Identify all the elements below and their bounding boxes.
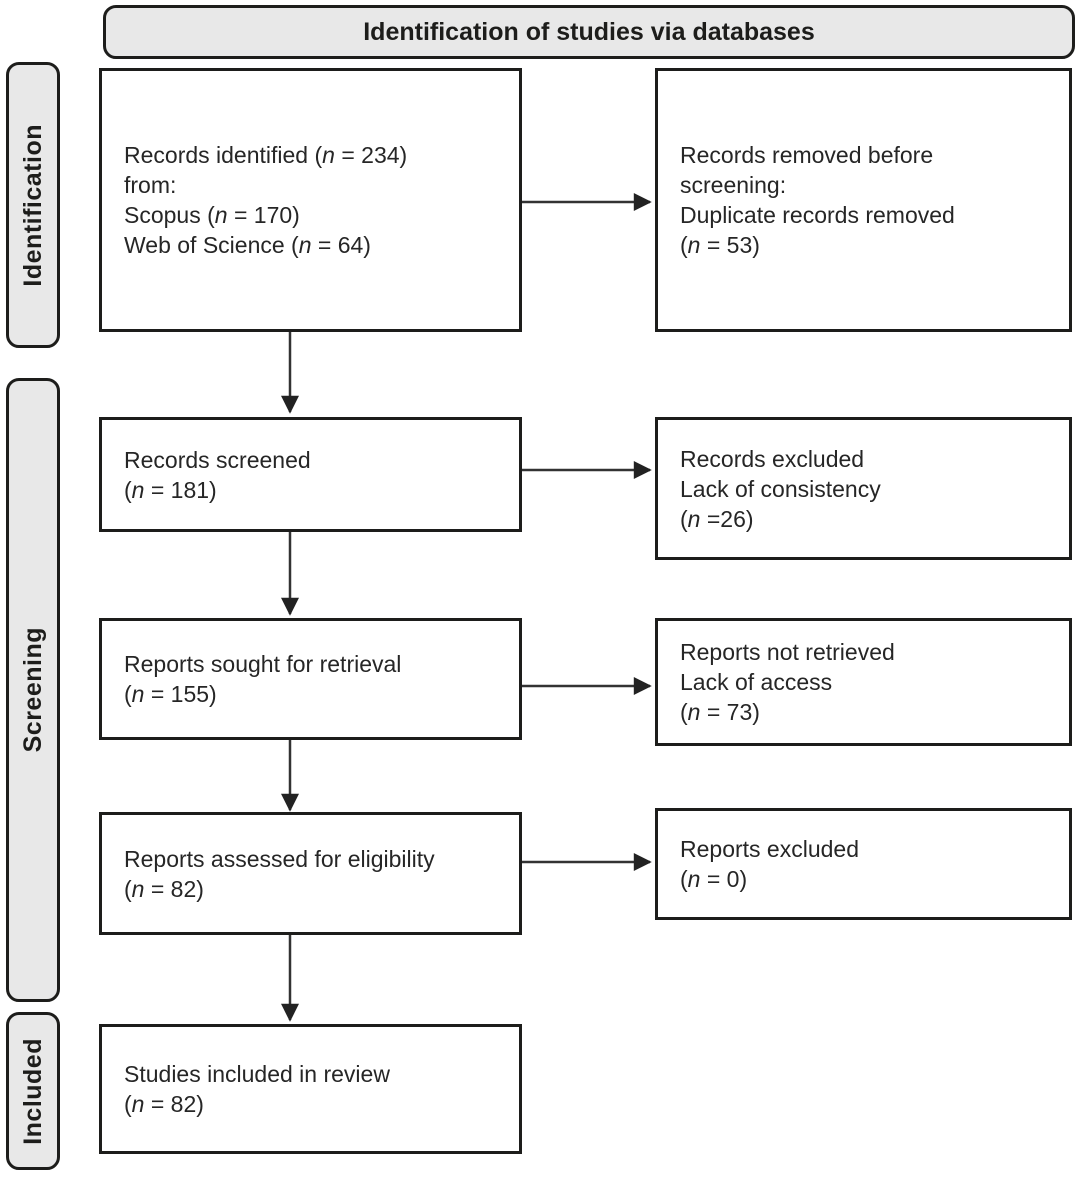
box-records-screened-line: (n = 181) [124, 476, 217, 503]
box-records-excluded-line: Lack of consistency [680, 475, 881, 502]
box-records-screened: Records screened (n = 181) [99, 417, 522, 532]
box-records-identified-line: Web of Science (n = 64) [124, 232, 371, 258]
stage-included-label: Included [18, 1037, 47, 1145]
box-reports-assessed-line: Reports assessed for eligibility [124, 845, 435, 872]
box-reports-excluded: Reports excluded (n = 0) [655, 808, 1072, 920]
box-reports-excluded-line: (n = 0) [680, 866, 748, 892]
box-records-screened-line: Records screened [124, 446, 311, 473]
stage-identification: Identification [6, 62, 60, 348]
box-records-identified-line: from: [124, 172, 177, 198]
diagram-title: Identification of studies via databases [103, 5, 1075, 59]
box-reports-assessed: Reports assessed for eligibility (n = 82… [99, 812, 522, 935]
box-reports-not-retrieved: Reports not retrieved Lack of access (n … [655, 618, 1072, 746]
box-reports-assessed-line: (n = 82) [124, 875, 204, 902]
box-records-excluded: Records excluded Lack of consistency (n … [655, 417, 1072, 560]
box-records-removed-line: Records removed before [680, 142, 934, 168]
box-records-identified-line: Records identified (n = 234) [124, 142, 408, 168]
box-reports-excluded-line: Reports excluded [680, 836, 859, 862]
box-studies-included: Studies included in review (n = 82) [99, 1024, 522, 1154]
box-records-identified-line: Scopus (n = 170) [124, 202, 300, 228]
box-records-removed: Records removed before screening: Duplic… [655, 68, 1072, 332]
box-studies-included-line: Studies included in review [124, 1061, 390, 1087]
box-records-removed-line: Duplicate records removed [680, 202, 955, 228]
diagram-title-label: Identification of studies via databases [363, 17, 815, 46]
box-records-identified: Records identified (n = 234) from: Scopu… [99, 68, 522, 332]
box-studies-included-line: (n = 82) [124, 1091, 204, 1117]
box-records-removed-line: screening: [680, 172, 787, 198]
box-reports-sought: Reports sought for retrieval (n = 155) [99, 618, 522, 740]
box-reports-sought-line: Reports sought for retrieval [124, 651, 402, 677]
box-reports-not-retrieved-line: (n = 73) [680, 699, 760, 725]
box-records-removed-line: (n = 53) [680, 232, 760, 258]
box-records-excluded-line: Records excluded [680, 445, 865, 472]
stage-screening-label: Screening [18, 627, 47, 753]
stage-screening: Screening [6, 378, 60, 1002]
stage-included: Included [6, 1012, 60, 1170]
box-reports-not-retrieved-line: Reports not retrieved [680, 639, 895, 665]
box-reports-sought-line: (n = 155) [124, 681, 217, 707]
box-records-excluded-line: (n =26) [680, 505, 754, 532]
stage-identification-label: Identification [18, 123, 47, 287]
box-reports-not-retrieved-line: Lack of access [680, 669, 833, 695]
